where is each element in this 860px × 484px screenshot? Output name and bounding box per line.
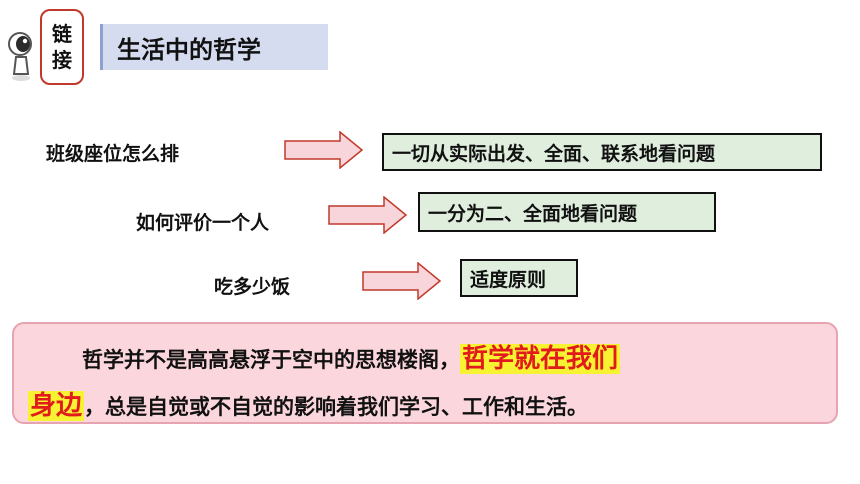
question-food: 吃多少饭 — [214, 276, 291, 298]
question-evaluate: 如何评价一个人 — [136, 212, 270, 234]
question-seating: 班级座位怎么排 — [46, 143, 180, 165]
answer-seating: 一切从实际出发、全面、联系地看问题 — [382, 133, 822, 171]
arrow-right-icon — [362, 262, 442, 300]
summary-highlight-1: 哲学就在我们 — [460, 344, 621, 374]
mascot-icon — [8, 32, 32, 81]
summary-highlight-2: 身边 — [28, 391, 85, 421]
title-bar: 生活中的哲学 — [100, 24, 328, 70]
link-tag: 链 接 — [40, 9, 84, 85]
arrow-right-icon — [284, 131, 364, 169]
arrow-right-icon — [328, 196, 408, 234]
link-tag-char-1: 链 — [52, 22, 72, 46]
page-title: 生活中的哲学 — [117, 35, 261, 64]
link-tag-char-2: 接 — [52, 48, 72, 72]
summary-text-2: ，总是自觉或不自觉的影响着我们学习、工作和生活。 — [84, 395, 589, 419]
answer-food: 适度原则 — [460, 259, 578, 297]
summary-text-1: 哲学并不是高高悬浮于空中的思想楼阁， — [82, 348, 460, 372]
summary-box: 哲学并不是高高悬浮于空中的思想楼阁，哲学就在我们 身边，总是自觉或不自觉的影响着… — [12, 322, 838, 424]
answer-evaluate: 一分为二、全面地看问题 — [418, 192, 716, 232]
